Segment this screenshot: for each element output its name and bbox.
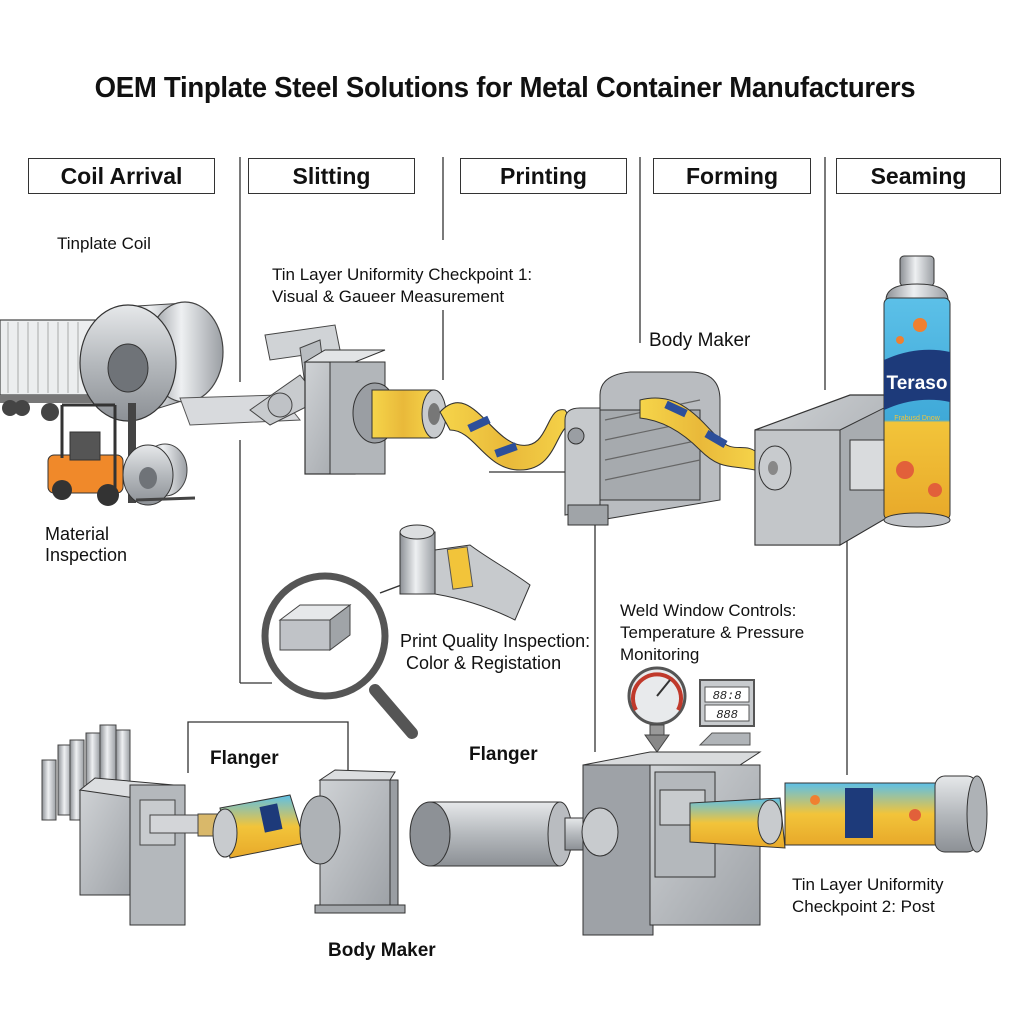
label-tinplate-coil: Tinplate Coil [57, 234, 151, 253]
flanger-machine-left [41, 724, 221, 926]
stage-slitting: Slitting [248, 158, 415, 194]
stage-seaming: Seaming [836, 158, 1001, 194]
body-maker-machine [299, 769, 406, 914]
label-checkpoint2-line1: Tin Layer Uniformity [792, 875, 944, 894]
slitting-machine [249, 324, 447, 475]
label-weld-line1: Weld Window Controls: [620, 601, 797, 620]
label-flanger-right: Flanger [469, 744, 538, 765]
forming-machine [754, 394, 901, 546]
stage-forming: Forming [653, 158, 811, 194]
tinplate-coil-icon [79, 301, 302, 426]
label-body-maker-bottom: Body Maker [328, 940, 436, 961]
flanger-bracket [187, 721, 349, 776]
label-checkpoint1-line2: Visual & Gaueer Measurement [272, 287, 505, 306]
label-checkpoint2-line2: Checkpoint 2: Post [792, 897, 935, 916]
can-brand-text: Teraso [887, 373, 948, 394]
stage-coil-arrival: Coil Arrival [28, 158, 215, 194]
print-sample-roll [399, 524, 531, 621]
pressure-gauge-icon [627, 666, 687, 753]
printing-machine [564, 371, 761, 526]
digital-display-icon [698, 679, 755, 746]
label-print-quality-line2: Color & Registation [406, 653, 562, 673]
forklift-icon [47, 403, 196, 506]
can-subtext: Frabusd Dnow [894, 415, 940, 422]
label-weld-line3: Monitoring [620, 645, 700, 664]
label-body-maker-top: Body Maker [649, 330, 751, 351]
can-tube-left [212, 794, 306, 859]
diagram-title: OEM Tinplate Steel Solutions for Metal C… [94, 72, 916, 104]
printed-ribbon [439, 402, 577, 471]
label-material-inspection-line1: Material [45, 524, 110, 544]
ribbon-brand-marks [467, 415, 518, 458]
aerosol-can-icon [883, 255, 951, 528]
can-tube-right [689, 775, 988, 853]
label-print-quality-line1: Print Quality Inspection: [400, 631, 591, 651]
label-flanger-left: Flanger [210, 748, 279, 769]
stage-printing: Printing [460, 158, 627, 194]
forming-cylinder [409, 801, 586, 867]
label-checkpoint1-line1: Tin Layer Uniformity Checkpoint 1: [272, 265, 533, 284]
label-weld-line2: Temperature & Pressure [620, 623, 805, 642]
label-material-inspection-line2: Inspection [45, 545, 128, 565]
magnifier-icon [261, 572, 418, 739]
truck-trailer [0, 319, 100, 421]
display-readout-2: 888 [716, 708, 738, 722]
display-readout-1: 88:8 [713, 689, 742, 703]
